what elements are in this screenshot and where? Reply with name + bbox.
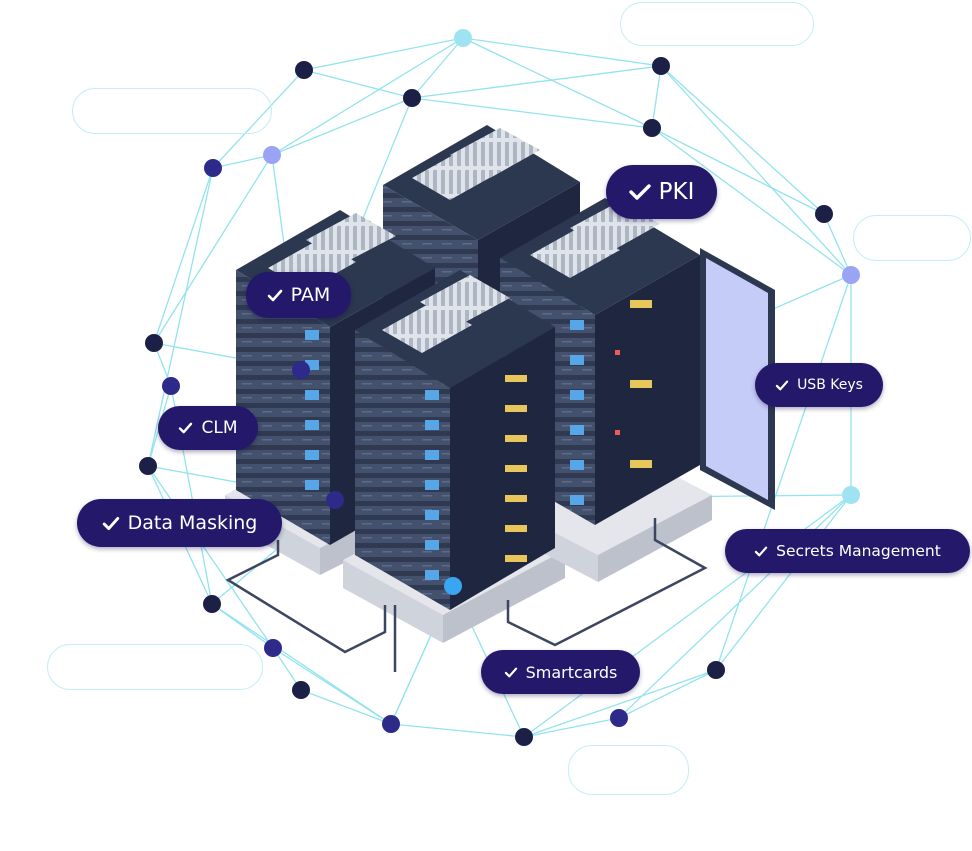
network-node (162, 377, 180, 395)
check-icon (754, 546, 768, 557)
network-node (263, 146, 281, 164)
network-node (204, 159, 222, 177)
network-edge (411, 65, 662, 99)
network-edge (147, 167, 214, 467)
network-node (139, 457, 157, 475)
cables (225, 518, 708, 672)
check-icon (628, 183, 651, 201)
network-node (842, 486, 860, 504)
network-edge (660, 65, 852, 276)
check-icon (267, 289, 283, 302)
usb-keys-badge: USB Keys (755, 363, 883, 407)
network-node (643, 119, 661, 137)
secrets-management-label: Secrets Management (776, 542, 941, 560)
network-edge (618, 669, 717, 719)
usb-keys-label: USB Keys (797, 377, 863, 393)
network-node (382, 715, 400, 733)
network-node (326, 491, 344, 509)
network-node (444, 577, 462, 595)
network-edge (211, 603, 392, 725)
clm-label: CLM (201, 418, 238, 438)
network-node (295, 61, 313, 79)
network-edge (462, 37, 662, 67)
check-icon (504, 667, 518, 678)
network-edge (147, 465, 274, 649)
network-node (145, 334, 163, 352)
network-node (292, 681, 310, 699)
network-edge (300, 689, 392, 725)
network-edge (462, 37, 653, 129)
network-edge (660, 65, 825, 215)
network-edge (715, 274, 852, 671)
network-edge (651, 127, 852, 276)
network-edge (411, 37, 464, 99)
network-node (515, 728, 533, 746)
network-edge (651, 65, 662, 129)
network-node (292, 361, 310, 379)
network-node (815, 205, 833, 223)
pam-label: PAM (290, 284, 331, 306)
placeholder-bubble (620, 2, 814, 46)
pki-badge: PKI (606, 165, 717, 219)
data-masking-label: Data Masking (127, 512, 258, 534)
network-nodes (139, 29, 860, 746)
network-edge (303, 69, 413, 99)
network-edge (212, 154, 273, 169)
network-edge (153, 167, 214, 344)
check-icon (102, 516, 120, 531)
network-edge (651, 127, 825, 215)
data-masking-badge: Data Masking (77, 499, 282, 547)
placeholder-bubble (72, 88, 272, 134)
pki-label: PKI (658, 179, 695, 205)
placeholder-bubble (568, 745, 689, 795)
network-edge (523, 669, 717, 738)
network-edge (523, 717, 620, 738)
server-rack-front (355, 270, 555, 610)
network-edge (271, 97, 413, 156)
network-node (610, 709, 628, 727)
network-edge (715, 494, 852, 671)
pam-badge: PAM (246, 272, 351, 318)
clm-badge: CLM (158, 406, 258, 450)
check-icon (775, 380, 789, 391)
network-node (264, 639, 282, 657)
network-edge (411, 97, 653, 129)
network-node (707, 661, 725, 679)
network-node (652, 57, 670, 75)
network-edge (390, 723, 525, 738)
smartcards-label: Smartcards (525, 662, 618, 682)
network-node (403, 89, 421, 107)
smartcards-badge: Smartcards (481, 650, 640, 694)
check-icon (178, 422, 193, 434)
network-edge (153, 154, 273, 344)
network-node (454, 29, 472, 47)
server-rack-right (500, 198, 775, 525)
placeholder-bubble (47, 644, 263, 690)
placeholder-bubble (853, 215, 971, 261)
network-edge (823, 213, 852, 276)
secrets-management-badge: Secrets Management (725, 529, 970, 573)
network-node (842, 266, 860, 284)
network-node (203, 595, 221, 613)
network-edge (271, 37, 464, 156)
network-edge (303, 37, 464, 71)
